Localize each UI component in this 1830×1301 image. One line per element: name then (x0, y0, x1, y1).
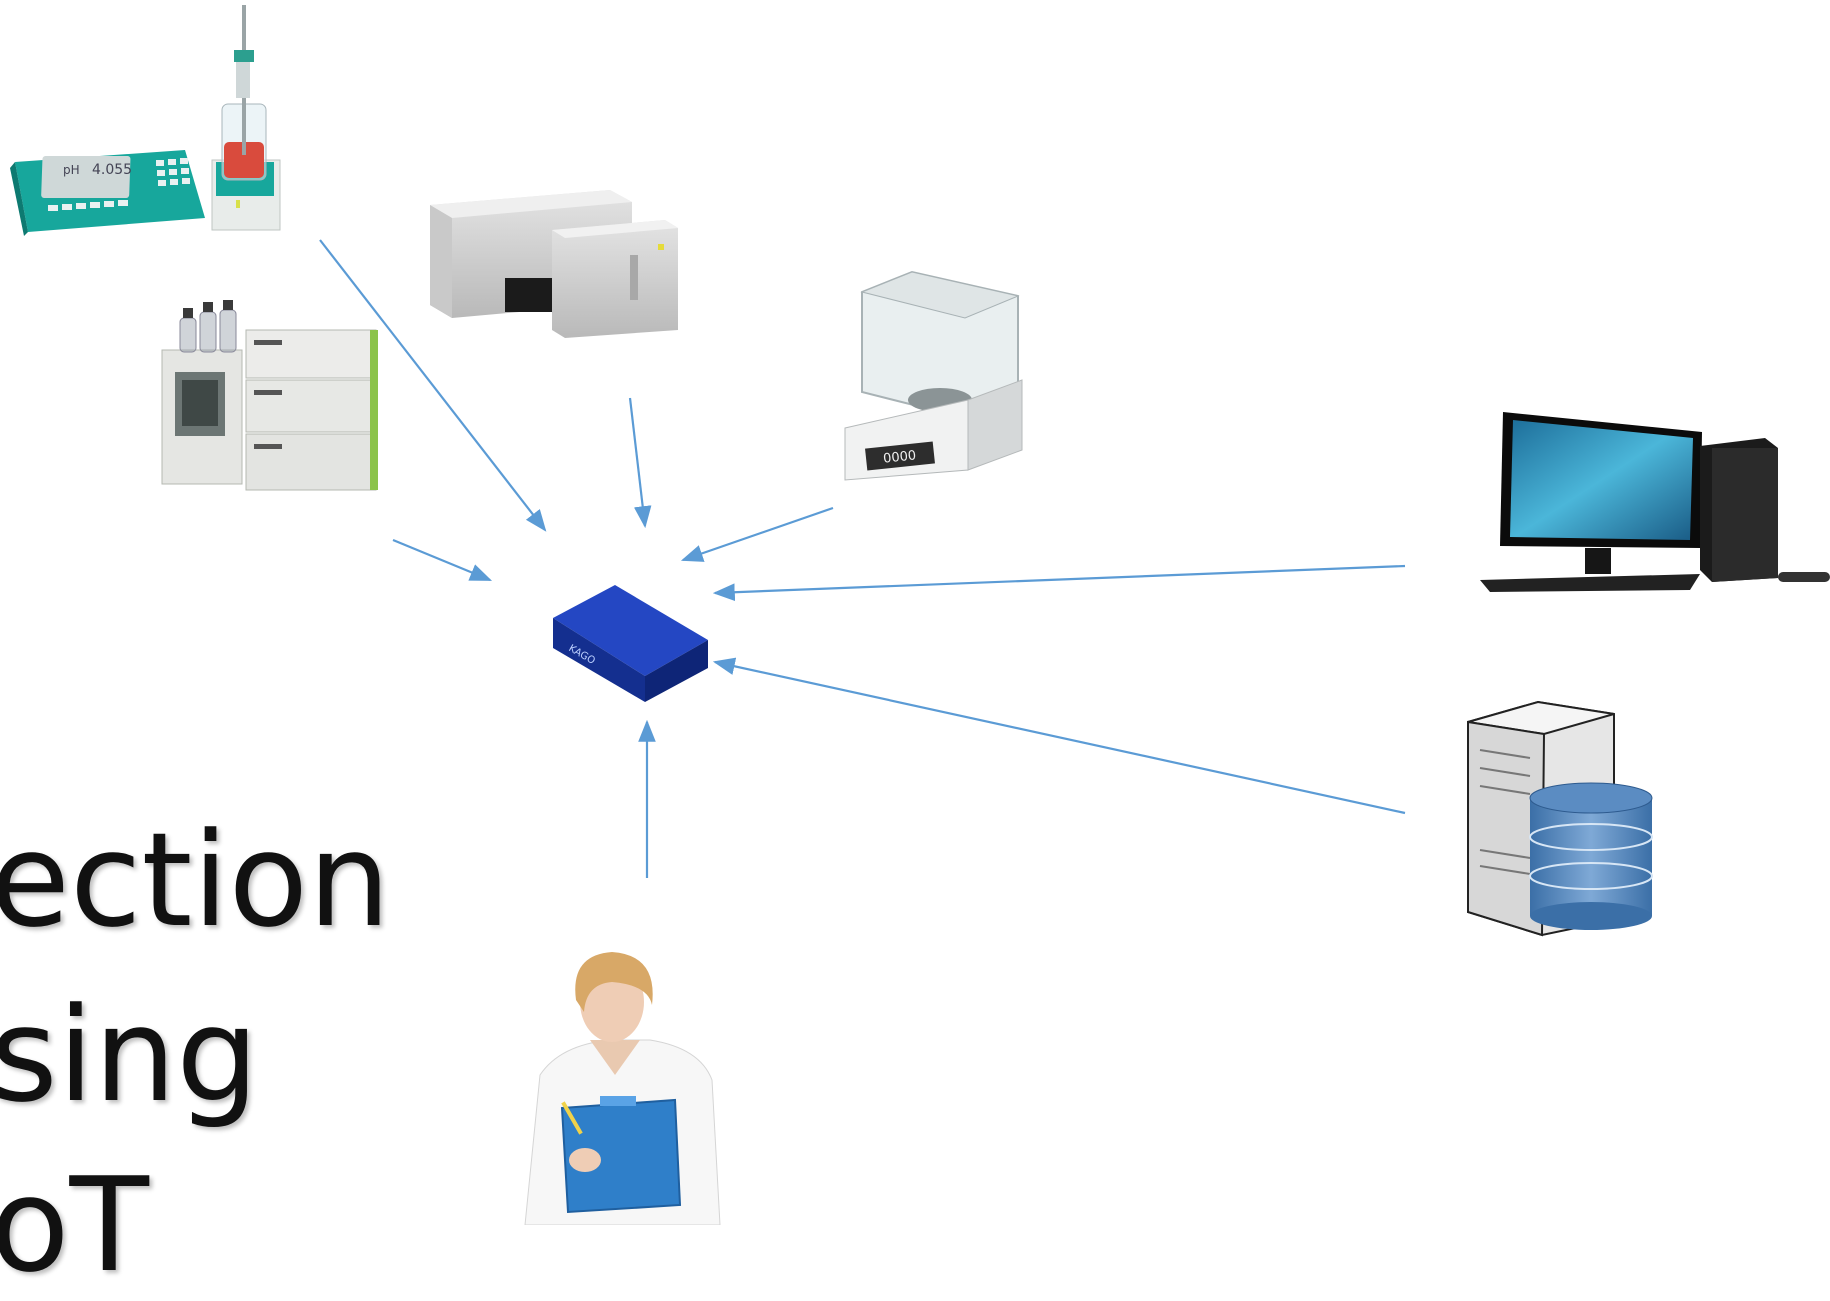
server-database-icon (1467, 700, 1653, 937)
balance-icon: 0000 (844, 270, 1023, 481)
hplc-icon (161, 300, 378, 491)
lab-technician-icon (524, 952, 721, 1225)
connection-arrows (319, 239, 1406, 878)
titrator-icon: pH 4.055 (10, 5, 281, 236)
arrow-computer-to-hub (712, 564, 1406, 602)
arrow-server-to-hub (712, 657, 1406, 815)
slide-text-line-2: sing (0, 979, 259, 1131)
titrator-display-value: 4.055 (92, 162, 132, 178)
hub-device-icon: KAGO (553, 585, 708, 702)
arrow-hplc-to-hub (392, 538, 493, 582)
arrow-titrator-to-hub (319, 239, 547, 532)
desktop-computer-icon (1480, 412, 1830, 592)
titrator-display-label: pH (63, 163, 80, 177)
arrow-spectrometer-to-hub (628, 397, 652, 529)
slide-text-line-1: ection (0, 804, 391, 956)
balance-display-value: 0000 (882, 448, 916, 466)
spectrometer-icon (430, 190, 678, 338)
diagram-svg: pH 4.055 (10, 5, 1830, 1225)
arrow-balance-to-hub (680, 506, 834, 562)
diagram-canvas: ection sing oT (0, 5, 1830, 1290)
